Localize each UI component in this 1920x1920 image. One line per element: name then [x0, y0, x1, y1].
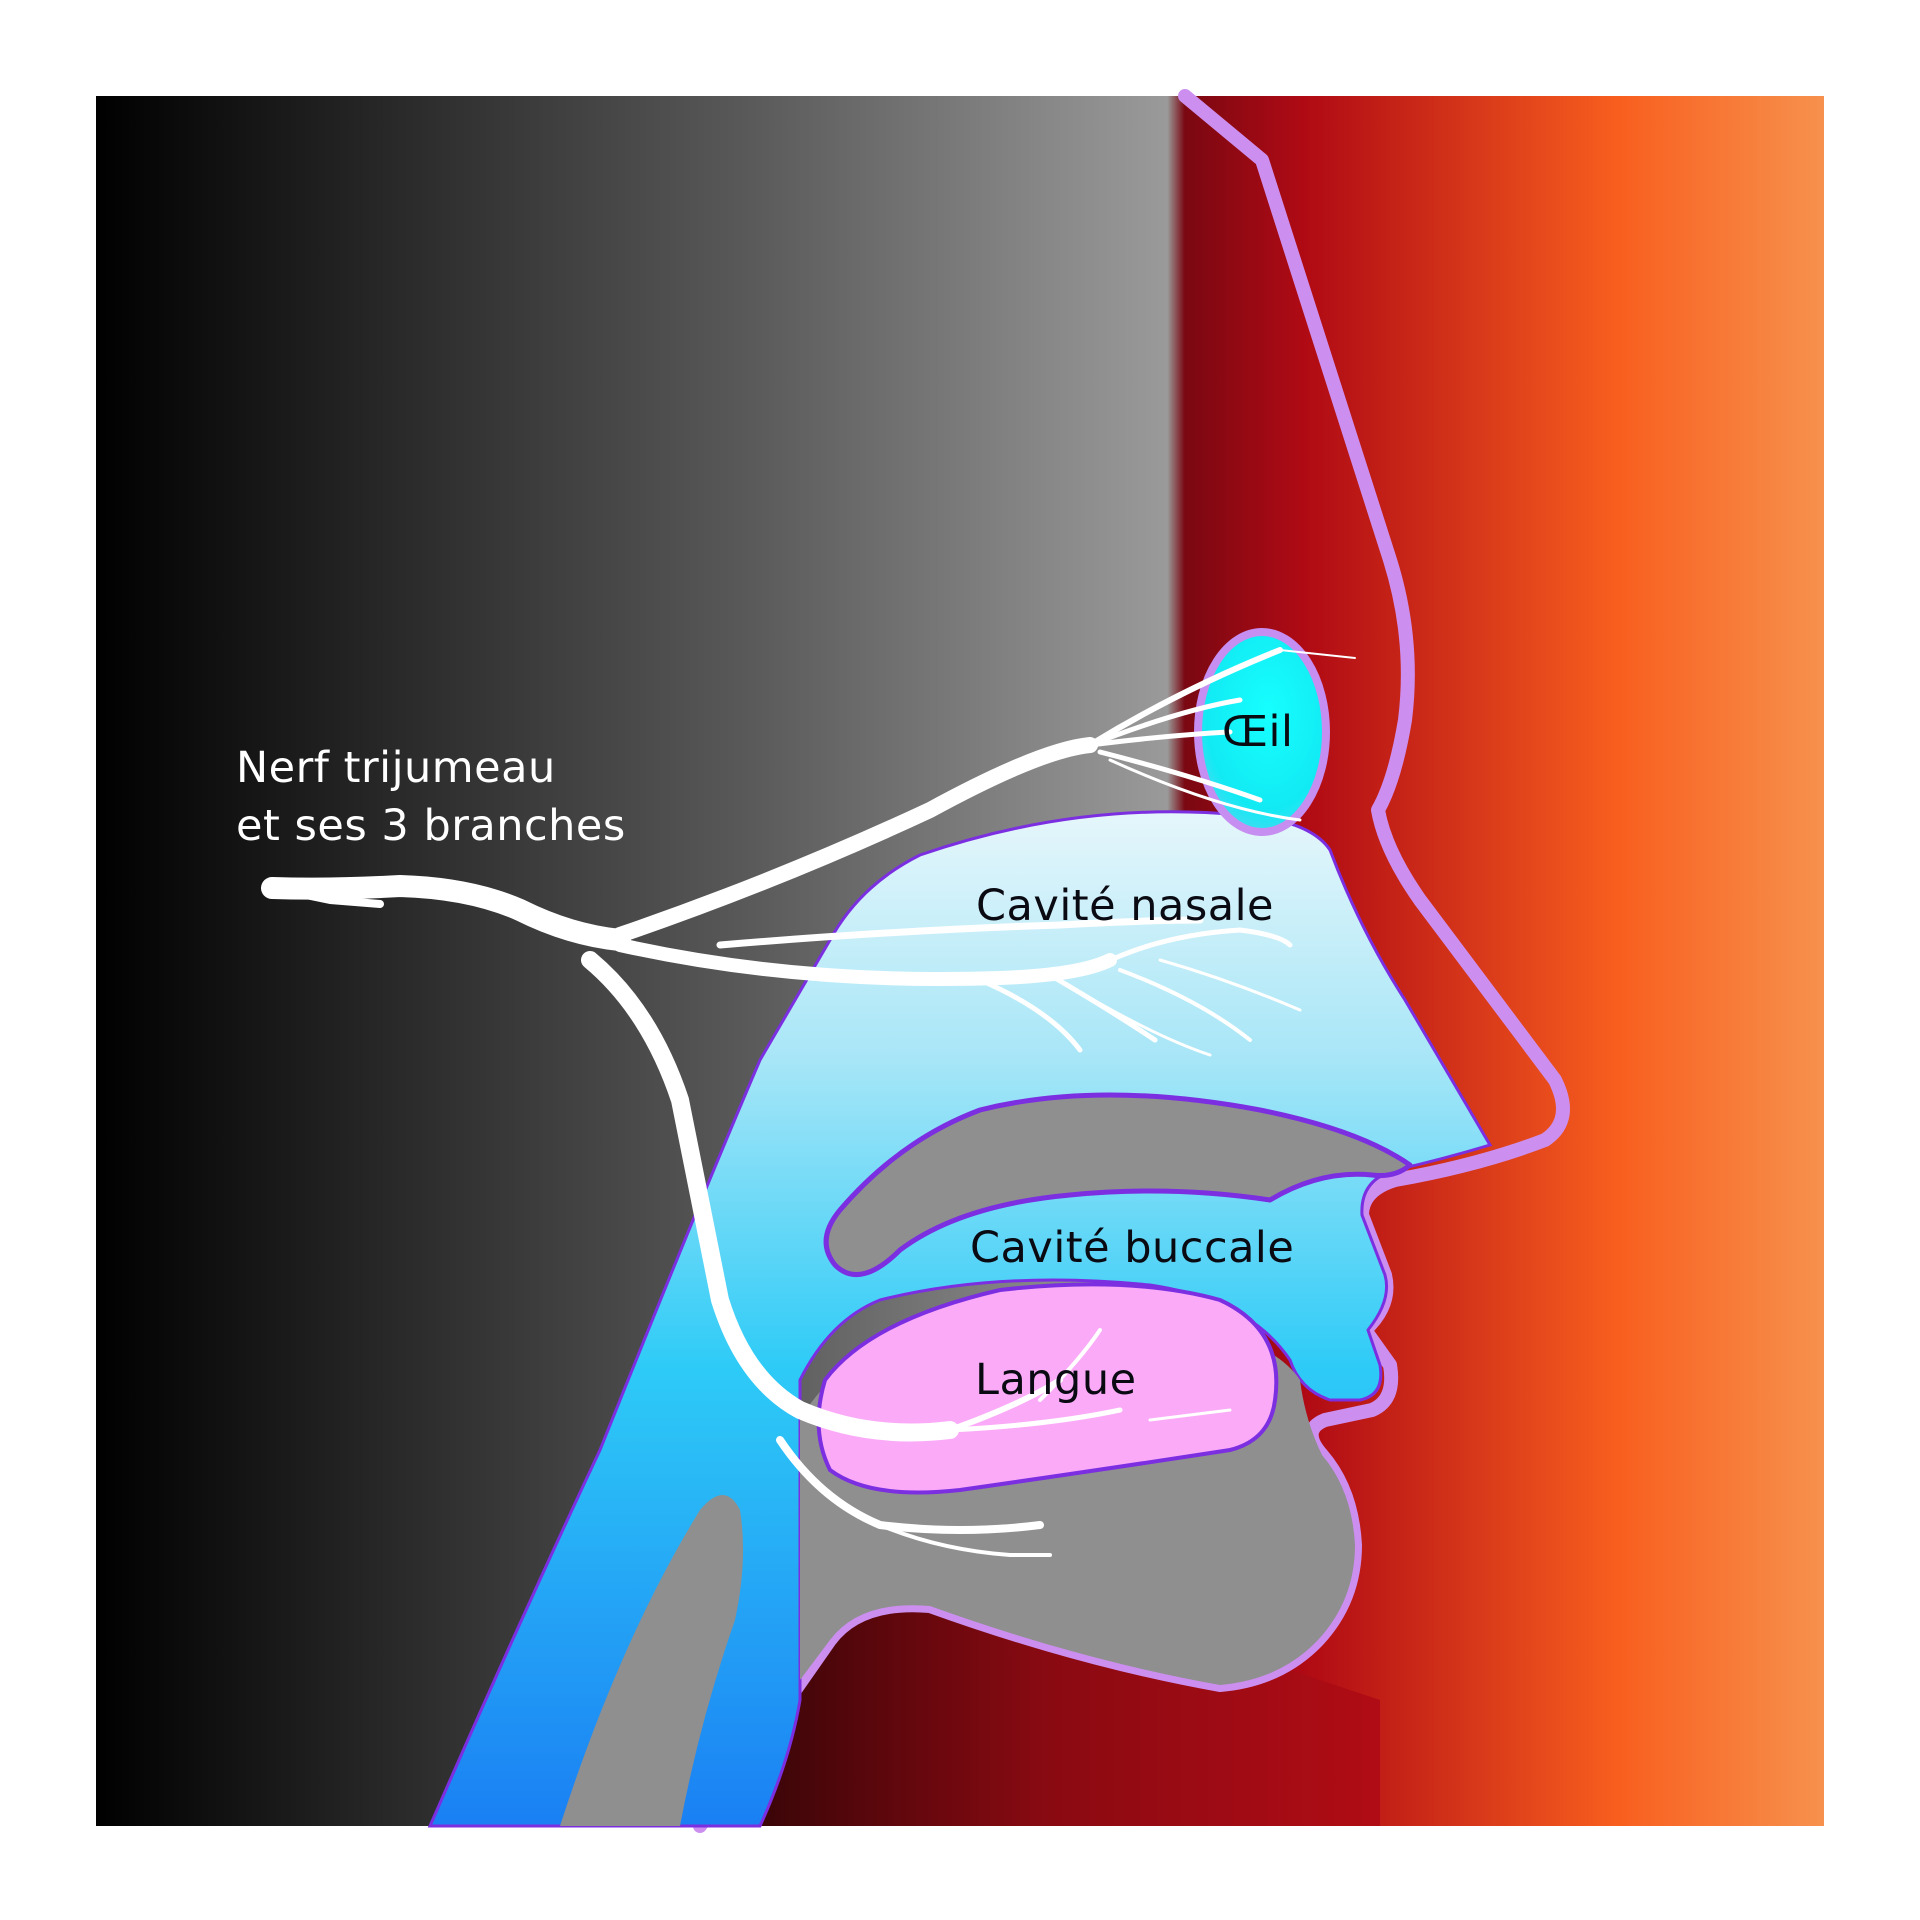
- nerve-trunk: [261, 875, 631, 951]
- pharynx-wall: [560, 1495, 744, 1826]
- nerve-branch-maxillary: [613, 938, 1117, 987]
- nerve-label-line2: et ses 3 branches: [236, 801, 626, 851]
- nerve-label-line1: Nerf trijumeau: [236, 743, 556, 793]
- trigeminal-nerve: [261, 647, 1356, 1557]
- eye-label: Œil: [1222, 707, 1293, 757]
- oral-cavity-label: Cavité buccale: [970, 1223, 1294, 1273]
- nerve-branch-ophthalmic: [612, 737, 1098, 943]
- tongue-label: Langue: [975, 1355, 1137, 1405]
- nasal-cavity-label: Cavité nasale: [976, 881, 1274, 931]
- nerve-trunk-tip: [268, 884, 384, 908]
- nerve-branch-mandibular: [581, 951, 959, 1442]
- palate: [823, 1092, 1413, 1278]
